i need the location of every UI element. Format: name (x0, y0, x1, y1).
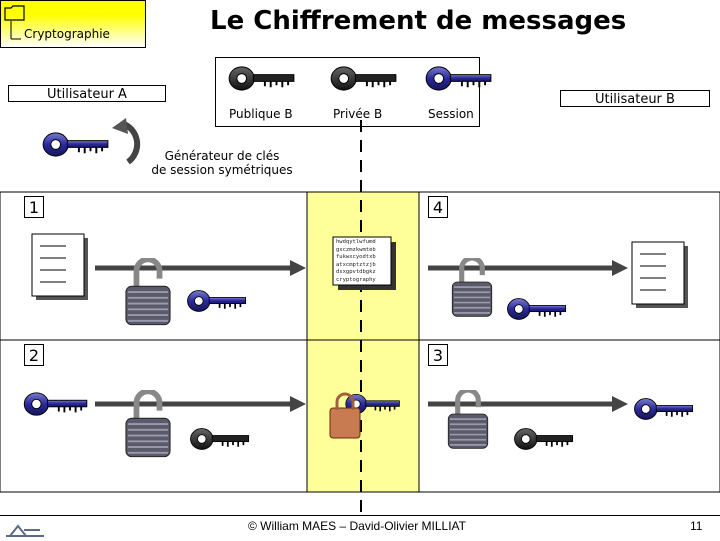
section-label: Cryptographie (24, 27, 110, 41)
section-header-box (0, 0, 146, 48)
generator-label: Générateur de clés de session symétrique… (142, 149, 302, 177)
ciphertext-line: gxczmzkwmteb (336, 246, 376, 253)
session-key-label: Session (428, 107, 474, 121)
public-key-label: Publique B (229, 107, 293, 121)
ciphertext-line: atxcmptztzjb (336, 261, 376, 268)
tree-connector-icon (10, 21, 21, 40)
private-key-icon (330, 65, 397, 92)
user-a-box: Utilisateur A (8, 85, 166, 102)
footer-credits: © William MAES – David-Olivier MILLIAT (248, 519, 466, 533)
decrypted-document-icon (631, 241, 689, 309)
generator-label-line2: de session symétriques (151, 163, 293, 177)
quadrant-4-label: 4 (428, 196, 448, 218)
ciphertext-line: dsxgpvtdbgkz (336, 269, 376, 275)
ciphertext-document (332, 236, 392, 286)
arrow-q1-head-icon (290, 260, 306, 276)
footer-logo-icon (6, 524, 44, 537)
user-b-box: Utilisateur B (560, 90, 710, 107)
public-key-icon (228, 65, 295, 92)
regen-arrow-icon (122, 121, 141, 165)
arrow-q2-head-icon (290, 396, 306, 412)
session-key-icon (425, 65, 492, 92)
regen-arrow-head-icon (112, 118, 128, 134)
encrypted-lock-icon (329, 407, 361, 439)
quadrant-2-label: 2 (24, 344, 44, 366)
ciphertext-line: cryptography (336, 276, 376, 283)
footer-bar (0, 515, 720, 541)
arrow-q4-head-icon (612, 260, 628, 276)
page-title: Le Chiffrement de messages (210, 6, 627, 36)
quadrant-1-label: 1 (24, 196, 44, 218)
ciphertext-line: hwdqytlwfumd (336, 239, 376, 245)
folder-icon (4, 5, 25, 21)
ciphertext-line: fukwxcyodtxb (336, 254, 376, 260)
generated-session-key-icon (42, 131, 109, 158)
private-key-label: Privée B (333, 107, 383, 121)
ciphertext-lines: hwdqytlwfumd gxczmzkwmteb fukwxcyodtxb a… (336, 239, 390, 284)
generator-label-line1: Générateur de clés (164, 149, 280, 163)
page-number: 11 (690, 519, 703, 533)
plaintext-document-icon (31, 233, 89, 301)
quadrant-3-label: 3 (428, 344, 448, 366)
arrow-q3-head-icon (612, 396, 628, 412)
